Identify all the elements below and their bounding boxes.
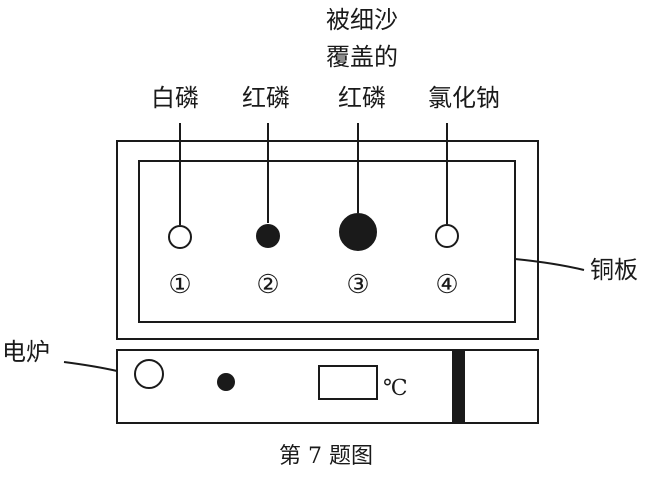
copper-plate-inner (138, 160, 516, 323)
label-covered-line1: 被细沙 (326, 6, 398, 34)
label-covered-line3: 红磷 (338, 84, 386, 112)
spot-sodium-chloride (435, 224, 459, 248)
label-covered-line2: 覆盖的 (326, 43, 398, 71)
furnace-side-bar (452, 350, 465, 423)
furnace-knob (134, 359, 164, 389)
electric-furnace-body (116, 349, 539, 424)
figure-caption: 第 7 题图 (279, 444, 373, 469)
label-copper-plate: 铜板 (590, 256, 638, 284)
spot-covered-red-phosphorus (339, 213, 377, 251)
electric-furnace-leader (63, 361, 118, 372)
spot-red-phosphorus (256, 224, 280, 248)
label-sodium-chloride: 氯化钠 (428, 84, 500, 112)
furnace-indicator-light (217, 373, 235, 391)
label-white-phosphorus: 白磷 (151, 84, 199, 112)
spot-number-4: ④ (435, 270, 458, 300)
temperature-unit: ℃ (383, 376, 408, 401)
spot-white-phosphorus (168, 225, 192, 249)
spot-number-1: ① (168, 270, 191, 300)
label-electric-furnace: 电炉 (2, 338, 50, 366)
temperature-display (318, 365, 378, 400)
copper-plate-outer (116, 140, 539, 340)
spot-number-2: ② (256, 270, 279, 300)
spot-number-3: ③ (346, 270, 369, 300)
label-red-phosphorus: 红磷 (242, 84, 290, 112)
copper-plate-leader (514, 258, 585, 271)
